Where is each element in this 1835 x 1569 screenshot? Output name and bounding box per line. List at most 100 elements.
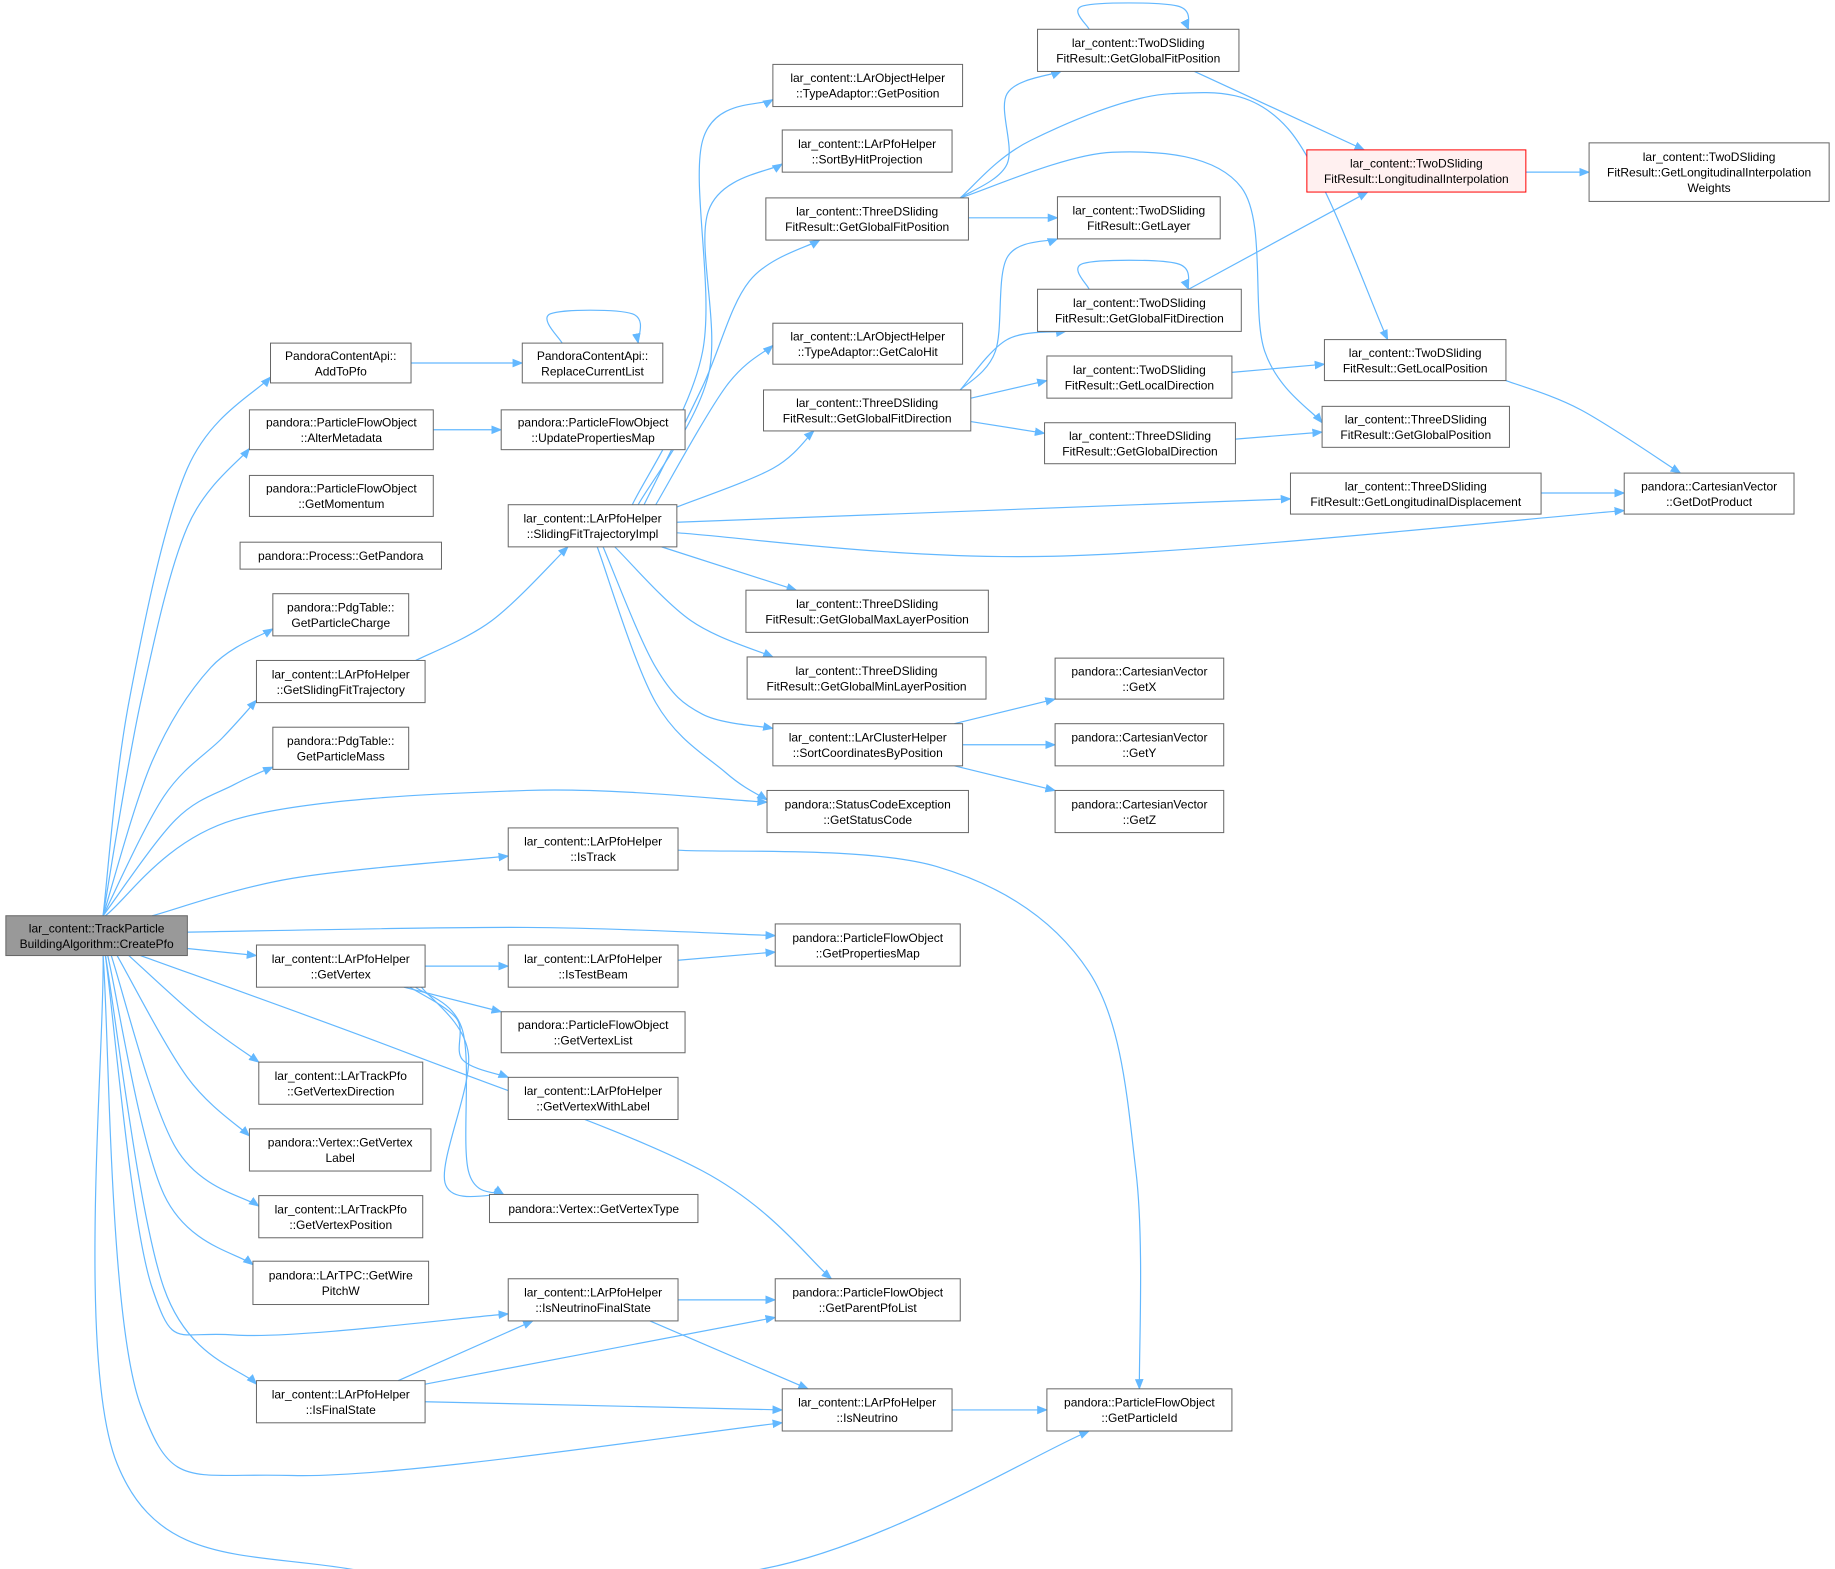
graph-node-3d-getglobalmaxlayerposition[interactable]: lar_content::ThreeDSlidingFitResult::Get…	[745, 589, 989, 633]
node-label-line: lar_content::ThreeDSliding	[1345, 413, 1487, 427]
node-label-line: lar_content::ThreeDSliding	[796, 396, 938, 410]
graph-node-getparticlecharge[interactable]: pandora::PdgTable::GetParticleCharge	[272, 593, 410, 637]
node-label-line: GetParticleCharge	[291, 616, 390, 630]
graph-node-isneutrino[interactable]: lar_content::LArPfoHelper::IsNeutrino	[781, 1388, 953, 1432]
graph-node-2d-getlayer[interactable]: lar_content::TwoDSlidingFitResult::GetLa…	[1056, 196, 1221, 240]
node-label-line: lar_content::LArTrackPfo	[275, 1069, 408, 1083]
graph-node-getvertexdirection[interactable]: lar_content::LArTrackPfo::GetVertexDirec…	[258, 1061, 424, 1105]
node-box	[1323, 339, 1507, 382]
node-label-line: lar_content::ThreeDSliding	[796, 664, 938, 678]
graph-node-3d-getlongitudinaldisplacement[interactable]: lar_content::ThreeDSlidingFitResult::Get…	[1289, 472, 1542, 515]
node-box	[255, 659, 426, 704]
graph-node-2d-getlongitudinalinterpolationweights[interactable]: lar_content::TwoDSlidingFitResult::GetLo…	[1588, 142, 1830, 202]
graph-node-getparentpfolist[interactable]: pandora::ParticleFlowObject::GetParentPf…	[774, 1278, 961, 1322]
node-label-line: ::SortByHitProjection	[812, 152, 923, 166]
graph-node-getslidingfittrajectory[interactable]: lar_content::LArPfoHelper::GetSlidingFit…	[255, 659, 426, 704]
node-box	[248, 409, 434, 451]
graph-node-2d-getlocaldirection[interactable]: lar_content::TwoDSlidingFitResult::GetLo…	[1046, 355, 1233, 399]
edge-root-to-getparticlemass	[102, 766, 274, 917]
edge-root-to-altermetadata	[102, 447, 251, 916]
graph-node-2d-getglobalfitposition[interactable]: lar_content::TwoDSlidingFitResult::GetGl…	[1037, 28, 1240, 72]
node-label-line: ::IsNeutrinoFinalState	[535, 1301, 651, 1315]
graph-node-isfinalstate[interactable]: lar_content::LArPfoHelper::IsFinalState	[255, 1380, 426, 1424]
node-label-line: ::GetStatusCode	[823, 813, 912, 827]
graph-node-altermetadata[interactable]: pandora::ParticleFlowObject::AlterMetada…	[248, 409, 434, 451]
node-label-line: pandora::ParticleFlowObject	[792, 931, 943, 945]
graph-node-replacecurrentlist[interactable]: PandoraContentApi::ReplaceCurrentList	[521, 342, 664, 384]
node-label-line: lar_content::LArPfoHelper	[524, 952, 662, 966]
node-label-line: ::GetZ	[1123, 813, 1156, 827]
graph-node-getvertextype[interactable]: pandora::Vertex::GetVertexType	[488, 1193, 699, 1224]
node-box	[766, 789, 969, 834]
graph-node-getpropertiesmap[interactable]: pandora::ParticleFlowObject::GetProperti…	[774, 923, 961, 967]
node-label-line: lar_content::LArPfoHelper	[524, 1084, 662, 1098]
node-label-line: ::TypeAdaptor::GetPosition	[796, 87, 939, 101]
node-label-line: pandora::ParticleFlowObject	[518, 416, 669, 430]
edge-getvertex-to-getvertexlist	[403, 986, 503, 1014]
edge-root-to-getstatuscode	[105, 789, 769, 917]
graph-node-getvertexposition[interactable]: lar_content::LArTrackPfo::GetVertexPosit…	[258, 1195, 424, 1239]
edge-sortcoordinatesbyposition-to-getx	[954, 697, 1057, 725]
node-label-line: FitResult::GetGlobalFitPosition	[785, 220, 949, 234]
graph-node-2d-getlocalposition[interactable]: lar_content::TwoDSlidingFitResult::GetLo…	[1323, 339, 1507, 382]
node-label-line: lar_content::LArClusterHelper	[789, 731, 947, 745]
edge-root-to-addtopfo	[102, 376, 272, 916]
edge-slidingfittrajectoryimpl-to-sortcoordinatesbyposition	[602, 546, 774, 731]
graph-node-3d-getglobalfitposition[interactable]: lar_content::ThreeDSlidingFitResult::Get…	[765, 197, 969, 241]
graph-node-gety[interactable]: pandora::CartesianVector::GetY	[1054, 723, 1225, 767]
graph-node-getx[interactable]: pandora::CartesianVector::GetX	[1054, 657, 1225, 700]
graph-node-isneutrinofinalstate[interactable]: lar_content::LArPfoHelper::IsNeutrinoFin…	[507, 1278, 679, 1322]
graph-node-typeadaptor-getcalohit[interactable]: lar_content::LArObjectHelper::TypeAdapto…	[772, 322, 964, 365]
graph-node-getvertex[interactable]: lar_content::LArPfoHelper::GetVertex	[255, 944, 426, 988]
node-label-line: pandora::Vertex::GetVertexType	[508, 1202, 679, 1216]
graph-node-3d-getglobalfitdirection[interactable]: lar_content::ThreeDSlidingFitResult::Get…	[763, 389, 972, 432]
graph-node-getvertexlist[interactable]: pandora::ParticleFlowObject::GetVertexLi…	[500, 1011, 686, 1054]
node-box	[1054, 657, 1225, 700]
node-label-line: FitResult::GetGlobalFitDirection	[783, 412, 952, 426]
graph-node-3d-getglobalminlayerposition[interactable]: lar_content::ThreeDSlidingFitResult::Get…	[746, 656, 987, 700]
node-box	[1321, 405, 1510, 448]
edge-root-to-getparentpfolist	[140, 954, 833, 1280]
graph-node-2d-longitudinalinterpolation[interactable]: lar_content::TwoDSlidingFitResult::Longi…	[1306, 149, 1527, 193]
graph-node-getpandora[interactable]: pandora::Process::GetPandora	[239, 541, 442, 570]
graph-node-3d-getglobalposition[interactable]: lar_content::ThreeDSlidingFitResult::Get…	[1321, 405, 1510, 448]
graph-node-getvertexwithlabel[interactable]: lar_content::LArPfoHelper::GetVertexWith…	[507, 1076, 679, 1121]
graph-node-sortbyhitprojection[interactable]: lar_content::LArPfoHelper::SortByHitProj…	[781, 129, 953, 173]
node-box	[1037, 28, 1240, 72]
graph-node-getparticlemass[interactable]: pandora::PdgTable::GetParticleMass	[272, 726, 410, 770]
node-box	[1056, 196, 1221, 240]
node-box	[1044, 422, 1236, 465]
node-label-line: pandora::ParticleFlowObject	[266, 416, 417, 430]
graph-node-2d-getglobalfitdirection[interactable]: lar_content::TwoDSlidingFitResult::GetGl…	[1037, 288, 1242, 332]
graph-node-getparticleid[interactable]: pandora::ParticleFlowObject::GetParticle…	[1046, 1388, 1233, 1432]
node-label-line: Label	[325, 1151, 354, 1165]
graph-nodes: lar_content::TrackParticleBuildingAlgori…	[5, 28, 1830, 1432]
node-label-line: FitResult::GetGlobalMaxLayerPosition	[765, 613, 968, 627]
graph-node-root[interactable]: lar_content::TrackParticleBuildingAlgori…	[5, 915, 188, 957]
node-label-line: FitResult::LongitudinalInterpolation	[1324, 172, 1509, 186]
graph-node-sortcoordinatesbyposition[interactable]: lar_content::LArClusterHelper::SortCoord…	[772, 723, 964, 767]
graph-node-getz[interactable]: pandora::CartesianVector::GetZ	[1054, 789, 1225, 834]
graph-node-typeadaptor-getposition[interactable]: lar_content::LArObjectHelper::TypeAdapto…	[772, 63, 964, 108]
edge-3d_getglobalfitdirection-to-3d_getglobaldirection	[970, 420, 1046, 437]
graph-node-istrack[interactable]: lar_content::LArPfoHelper::IsTrack	[507, 827, 679, 871]
node-label-line: pandora::ParticleFlowObject	[1064, 1396, 1215, 1410]
graph-node-getmomentum[interactable]: pandora::ParticleFlowObject::GetMomentum	[248, 474, 434, 517]
edge-3d_getglobaldirection-to-3d_getglobalposition	[1235, 428, 1324, 440]
node-label-line: lar_content::TwoDSliding	[1073, 296, 1206, 310]
node-label-line: lar_content::TwoDSliding	[1072, 204, 1205, 218]
node-label-line: lar_content::LArPfoHelper	[524, 512, 662, 526]
node-box	[252, 1260, 430, 1306]
graph-node-3d-getglobaldirection[interactable]: lar_content::ThreeDSlidingFitResult::Get…	[1044, 422, 1236, 465]
graph-node-istestbeam[interactable]: lar_content::LArPfoHelper::IsTestBeam	[507, 944, 679, 988]
graph-node-slidingfittrajectoryimpl[interactable]: lar_content::LArPfoHelper::SlidingFitTra…	[507, 504, 678, 548]
graph-node-getdotproduct[interactable]: pandora::CartesianVector::GetDotProduct	[1623, 472, 1795, 515]
graph-node-addtopfo[interactable]: PandoraContentApi::AddToPfo	[270, 342, 412, 384]
graph-node-updatepropertiesmap[interactable]: pandora::ParticleFlowObject::UpdatePrope…	[500, 409, 686, 451]
node-box	[255, 1380, 426, 1424]
edge-3d_getglobalfitposition-to-3d_getglobalposition	[960, 151, 1323, 424]
graph-node-getstatuscode[interactable]: pandora::StatusCodeException::GetStatusC…	[766, 789, 969, 834]
edge-root-to-getvertexdirection	[128, 955, 260, 1063]
